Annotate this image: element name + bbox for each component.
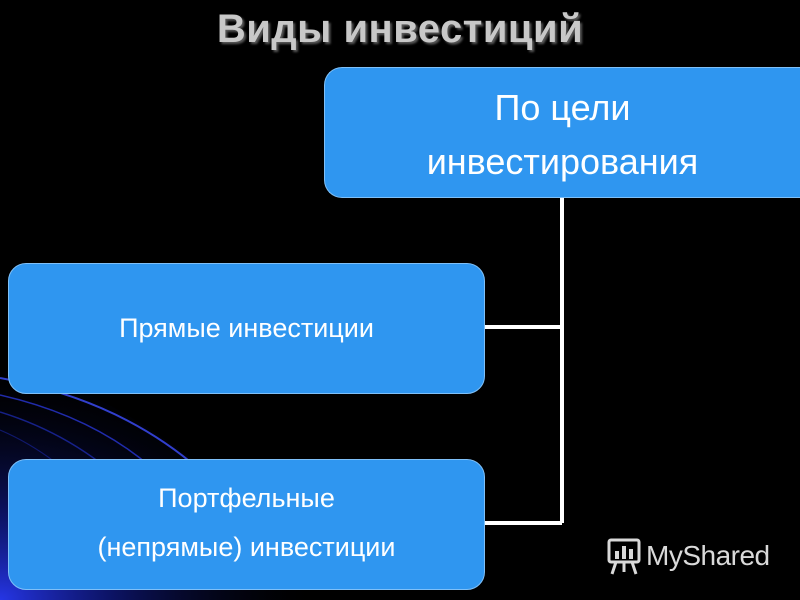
node-root-line1: По цели [494, 86, 631, 128]
watermark-text: MyShared [646, 540, 770, 571]
node-root-line2: инвестирования [426, 140, 699, 182]
node-portfolio-investments: Портфельные (непрямые) инвестиции [8, 459, 485, 590]
watermark: MyShared [606, 534, 770, 578]
node-root: По цели инвестирования [324, 67, 800, 198]
node-portfolio-line1: Портфельные [158, 482, 335, 513]
node-portfolio-line2: (непрямые) инвестиции [97, 531, 396, 562]
node-direct-label: Прямые инвестиции [119, 313, 374, 343]
slide-title: Виды инвестиций [216, 7, 584, 51]
presentation-board-icon [607, 538, 641, 575]
node-direct-investments: Прямые инвестиции [8, 263, 485, 394]
